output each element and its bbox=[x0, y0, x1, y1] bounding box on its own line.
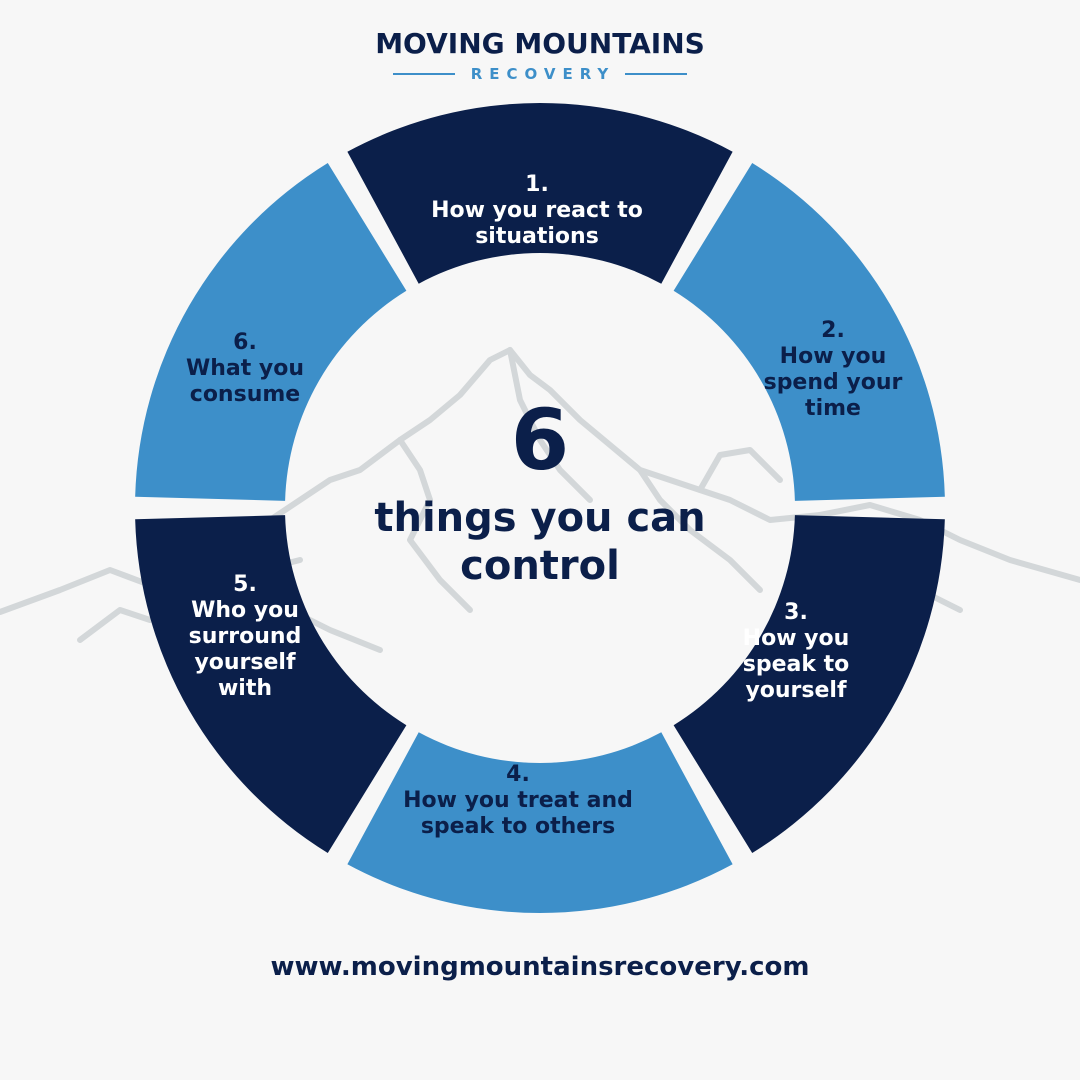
segment-1-label: How you react to situations bbox=[431, 198, 643, 249]
segment-5-number: 5. bbox=[233, 572, 257, 597]
brand-logo: MOVING MOUNTAINS RECOVERY bbox=[0, 26, 1080, 86]
segment-2 bbox=[673, 163, 945, 501]
segment-1-text: 1.How you react to situations bbox=[407, 172, 667, 250]
segment-3 bbox=[673, 515, 945, 853]
center-number: 6 bbox=[510, 391, 570, 489]
center-heading: 6 things you can control bbox=[340, 390, 740, 590]
segment-4-label: How you treat and speak to others bbox=[403, 788, 633, 839]
segment-2-number: 2. bbox=[821, 318, 845, 343]
brand-name: MOVING MOUNTAINS bbox=[375, 27, 705, 60]
website-url: www.movingmountainsrecovery.com bbox=[270, 952, 810, 982]
brand-subtitle: RECOVERY bbox=[470, 65, 616, 83]
segment-6-label: What you consume bbox=[185, 356, 305, 407]
segment-3-text: 3.How you speak to yourself bbox=[716, 600, 876, 704]
segment-4-text: 4.How you treat and speak to others bbox=[388, 762, 648, 840]
segment-2-text: 2.How you spend your time bbox=[743, 318, 923, 422]
segment-1 bbox=[347, 103, 733, 284]
segment-4 bbox=[347, 732, 733, 913]
segment-5-text: 5.Who you surround yourself with bbox=[165, 572, 325, 702]
segment-2-label: How you spend your time bbox=[763, 344, 903, 421]
segment-6-number: 6. bbox=[233, 330, 257, 355]
wheel-segments bbox=[135, 103, 945, 913]
segment-5 bbox=[135, 515, 407, 853]
segment-3-number: 3. bbox=[784, 600, 808, 625]
segment-4-number: 4. bbox=[506, 762, 530, 787]
segment-6-text: 6.What you consume bbox=[165, 330, 325, 408]
brand-divider-left bbox=[392, 73, 455, 75]
segment-6 bbox=[135, 163, 407, 501]
brand-divider-right bbox=[625, 73, 688, 75]
center-caption: things you can control bbox=[374, 495, 706, 589]
segment-1-number: 1. bbox=[525, 172, 549, 197]
segment-3-label: How you speak to yourself bbox=[742, 626, 850, 703]
segment-5-label: Who you surround yourself with bbox=[188, 598, 302, 701]
brand-subtitle-row: RECOVERY bbox=[0, 62, 1080, 86]
